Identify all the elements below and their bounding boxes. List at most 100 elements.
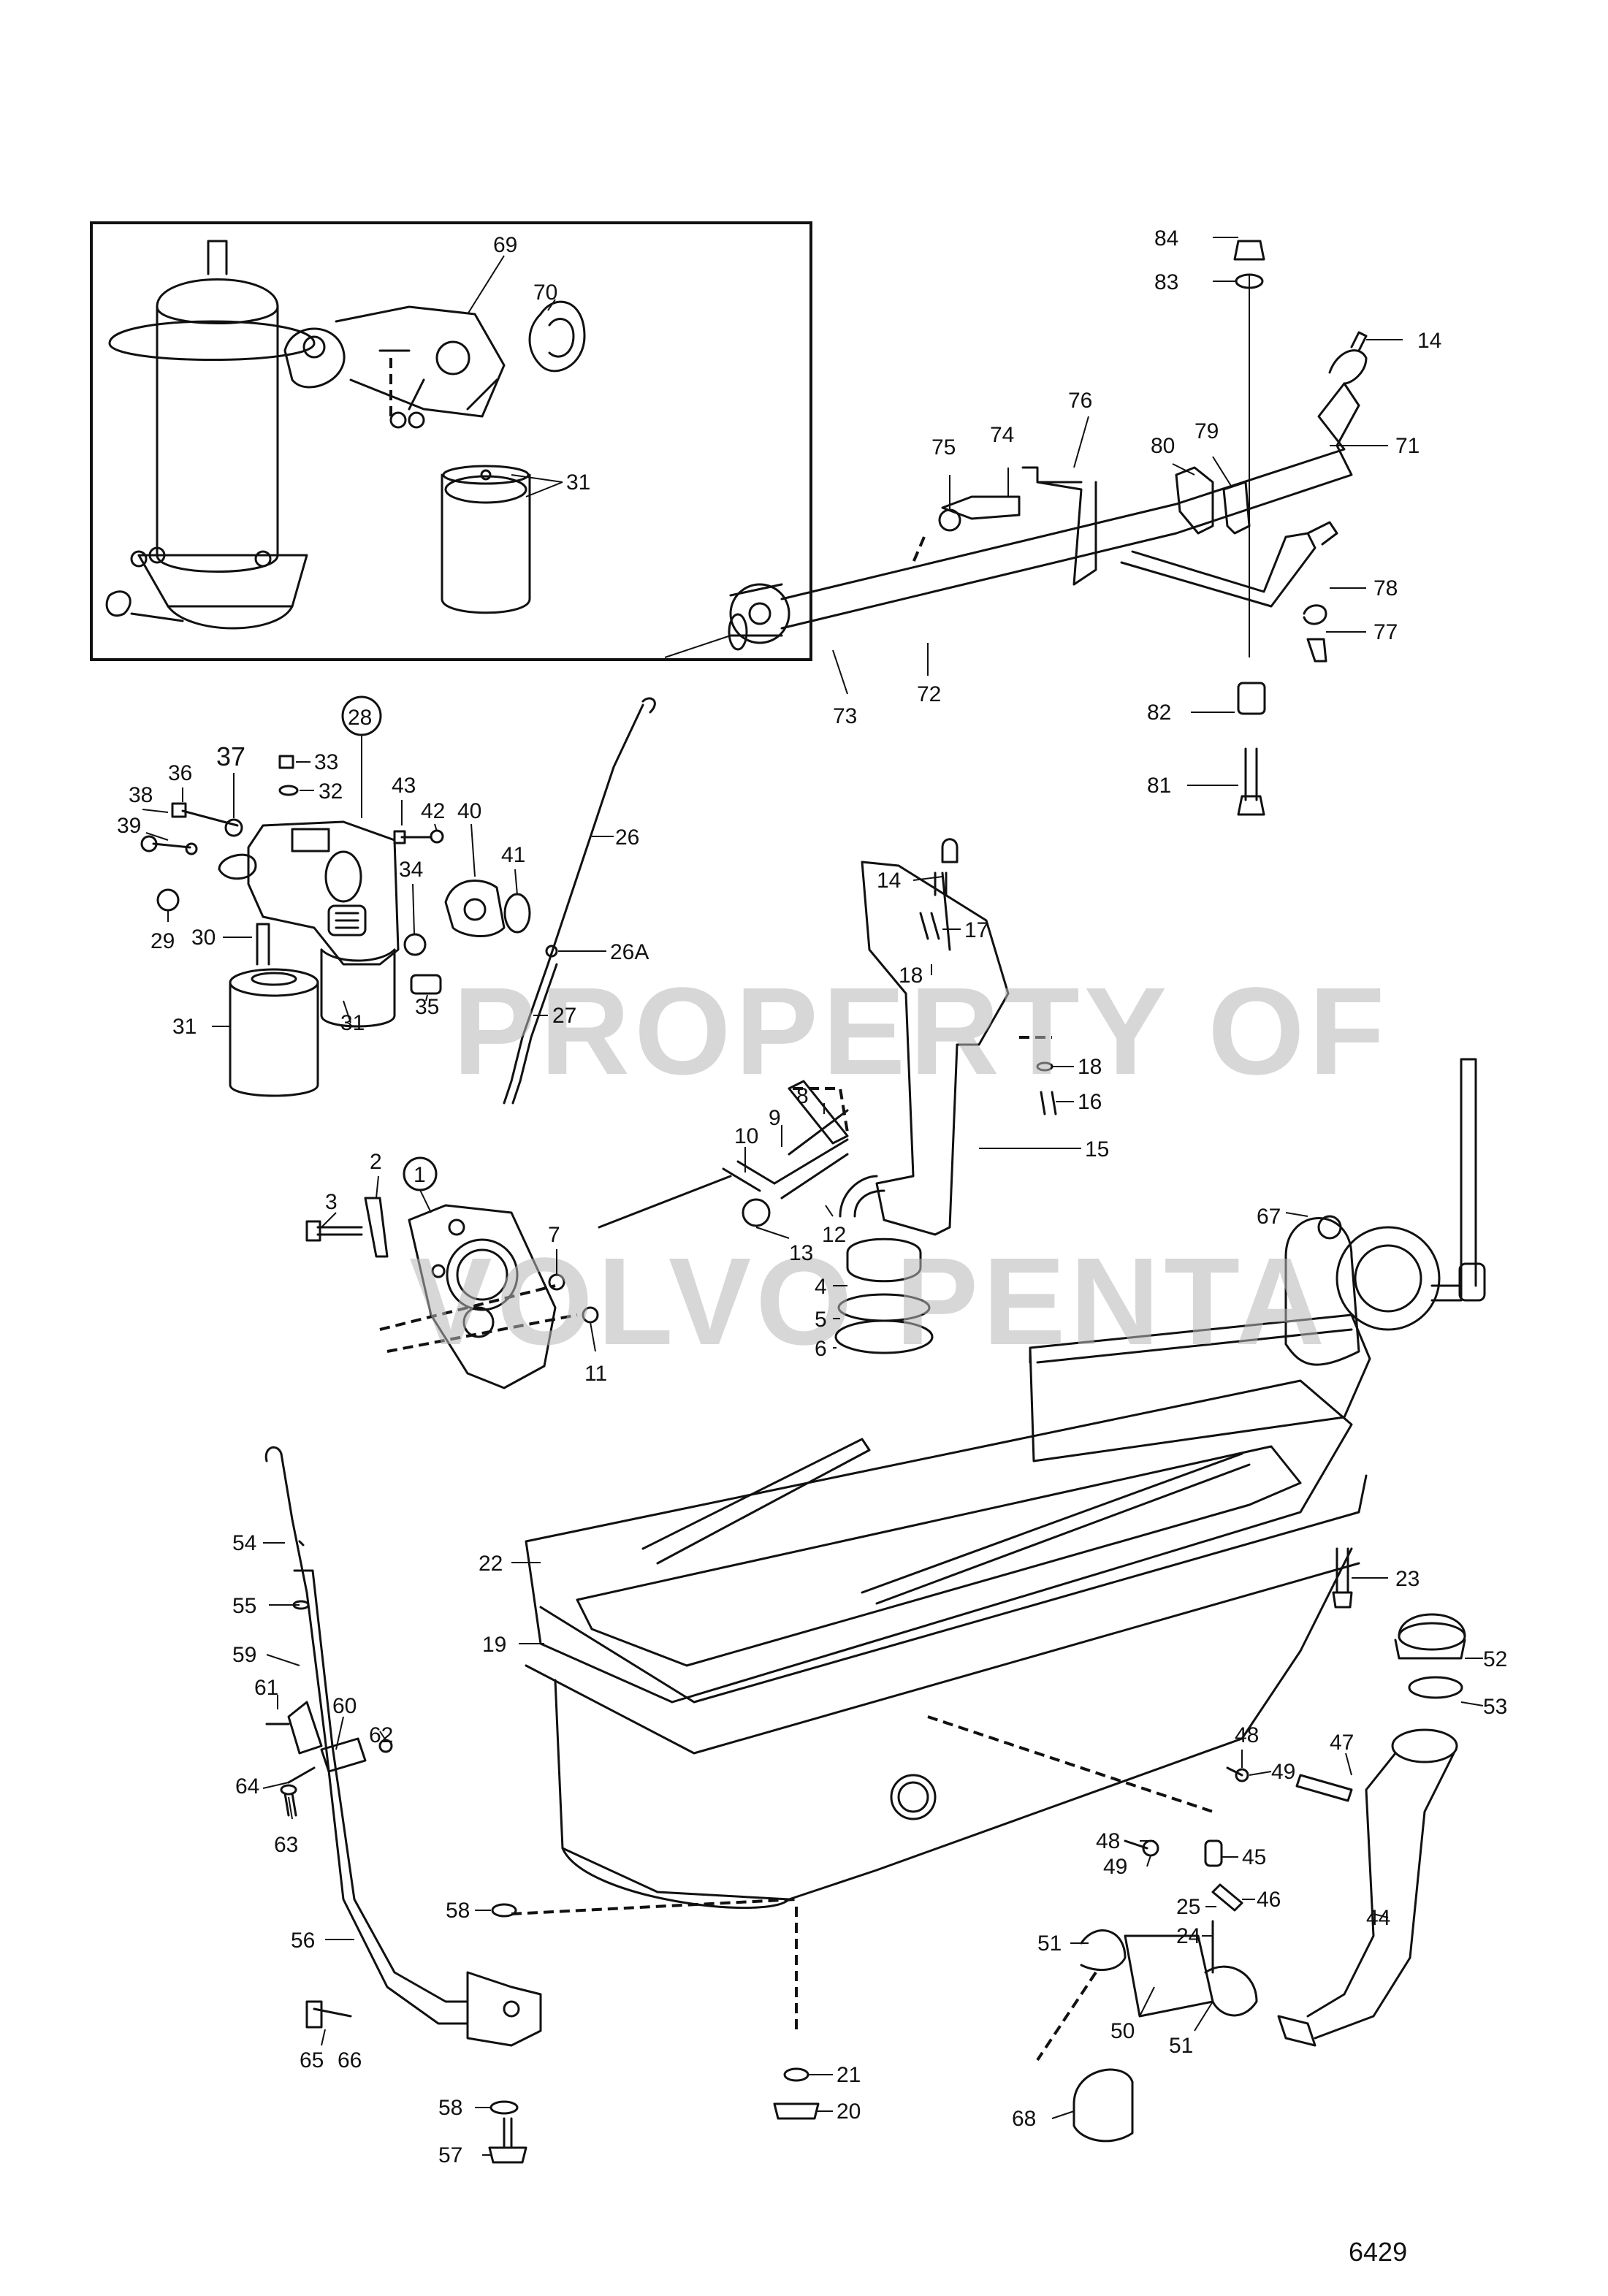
callout-57: 57 [438,2143,462,2167]
callout-33: 33 [314,750,338,774]
callout-48-low: 48 [1096,1829,1120,1853]
callout-82: 82 [1147,701,1171,725]
callout-47: 47 [1330,1731,1354,1755]
callout-10: 10 [734,1124,758,1148]
filter-head-assembly [140,755,531,1097]
callout-28: 28 [348,706,372,730]
callout-18-left: 18 [899,964,923,988]
callout-26: 26 [615,825,639,850]
pipe-assembly-upper-right [664,240,1368,816]
callout-43: 43 [392,774,416,798]
callout-14-mid: 14 [877,869,901,893]
callout-24: 24 [1176,1924,1200,1948]
watermark-line-2: VOLVO PENTA [409,1232,1329,1371]
callout-45: 45 [1242,1845,1266,1869]
callout-31-inset: 31 [566,470,590,495]
callout-34: 34 [399,858,423,882]
callout-8: 8 [796,1084,809,1108]
callout-44: 44 [1366,1906,1390,1930]
callout-63: 63 [274,1833,298,1857]
callout-26A: 26A [610,940,649,964]
callout-69: 69 [493,233,517,257]
callout-19: 19 [482,1633,506,1657]
callout-67: 67 [1257,1205,1281,1229]
callout-23: 23 [1395,1567,1420,1591]
callout-59: 59 [232,1643,256,1667]
inset-panel: 69 70 31 [90,221,812,661]
callout-68: 68 [1012,2107,1036,2131]
callout-42: 42 [421,799,445,823]
callout-74: 74 [990,423,1014,447]
watermark-line-1: PROPERTY OF [453,962,1389,1101]
callout-7: 7 [548,1223,560,1247]
hand-pump [1284,1058,1486,1366]
callout-3: 3 [325,1190,338,1214]
callout-51-right: 51 [1169,2034,1193,2058]
figure-number: 6429 [1349,2237,1407,2267]
callout-55: 55 [232,1594,256,1618]
callout-71: 71 [1395,434,1420,458]
callout-14-top: 14 [1417,329,1441,353]
callout-72: 72 [917,682,941,706]
callout-83: 83 [1154,270,1178,294]
callout-39: 39 [117,814,141,838]
callout-61: 61 [254,1676,278,1700]
callout-77: 77 [1373,620,1398,644]
callout-49-top: 49 [1271,1760,1295,1784]
callout-27: 27 [552,1004,576,1028]
oil-pan [525,1313,1371,2031]
callout-81: 81 [1147,774,1171,798]
callout-62: 62 [369,1723,393,1747]
callout-54: 54 [232,1531,256,1555]
callout-50: 50 [1110,2019,1135,2043]
callout-32: 32 [319,779,343,804]
callout-16: 16 [1078,1090,1102,1114]
dipstick-lower [264,1446,820,2164]
callout-79: 79 [1194,419,1219,443]
callout-11: 11 [584,1362,607,1386]
callout-36: 36 [168,761,192,785]
callout-48-top: 48 [1235,1723,1259,1747]
callout-58-low: 58 [438,2096,462,2120]
callout-40: 40 [457,799,481,823]
callout-64: 64 [235,1774,259,1799]
callout-18-right: 18 [1078,1055,1102,1079]
callout-84: 84 [1154,226,1178,251]
callout-80: 80 [1151,434,1175,458]
callout-13: 13 [789,1241,813,1265]
callout-17: 17 [964,918,988,942]
callout-65: 65 [300,2048,324,2072]
callout-15: 15 [1085,1137,1109,1162]
callout-30: 30 [191,926,216,950]
callout-31-lower: 31 [172,1015,197,1039]
callout-21: 21 [837,2063,861,2087]
callout-58-top: 58 [446,1899,470,1923]
callout-29: 29 [150,929,175,953]
callout-31-head: 31 [340,1011,365,1035]
callout-52: 52 [1483,1647,1507,1671]
callout-37: 37 [216,741,245,771]
callout-60: 60 [332,1694,357,1718]
callout-1: 1 [414,1163,426,1187]
callout-2: 2 [370,1150,382,1174]
dipstick-upper [503,697,656,1105]
callout-53: 53 [1483,1695,1507,1719]
callout-22: 22 [479,1552,503,1576]
callout-41: 41 [501,843,525,867]
oil-pump [305,838,1057,1389]
callout-35: 35 [415,995,439,1019]
callout-4: 4 [815,1275,827,1299]
callout-9: 9 [769,1106,781,1130]
callouts: 84 83 14 71 76 74 75 80 79 78 77 72 73 8… [117,226,1507,2167]
callout-49-low: 49 [1103,1855,1127,1879]
callout-12: 12 [822,1223,846,1247]
callout-76: 76 [1068,389,1092,413]
watermark: PROPERTY OF VOLVO PENTA [409,962,1389,1371]
callout-70: 70 [533,281,557,305]
callout-78: 78 [1373,576,1398,600]
filler-neck [1036,1613,1466,2143]
callout-38: 38 [129,783,153,807]
callout-66: 66 [338,2048,362,2072]
